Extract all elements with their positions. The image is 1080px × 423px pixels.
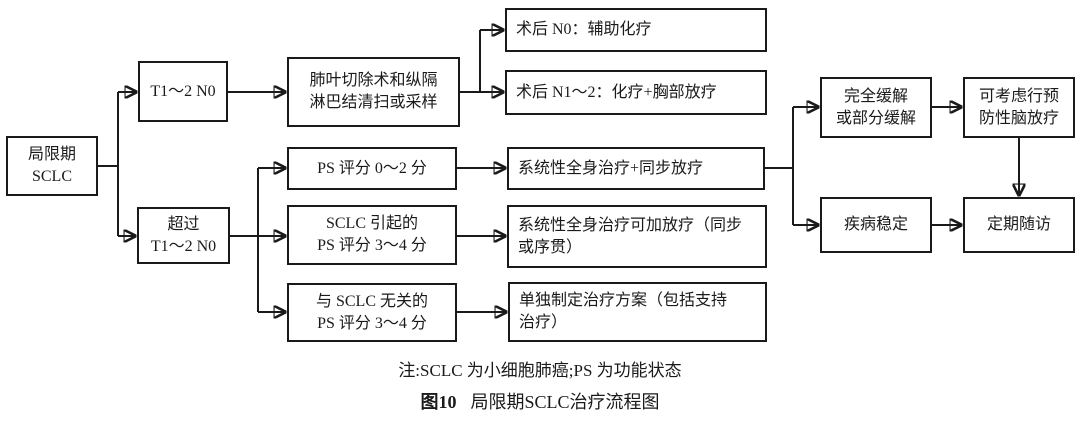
node-systemic-optional-rt: 系统性全身治疗可加放疗（同步 或序贯）	[507, 205, 767, 268]
node-limited-stage-sclc: 局限期 SCLC	[6, 136, 98, 196]
node-label: 完全缓解 或部分缓解	[835, 87, 916, 127]
node-label: 单独制定治疗方案（包括支持 治疗）	[519, 292, 728, 331]
node-regular-followup: 定期随访	[963, 197, 1075, 253]
node-label: 疾病稳定	[843, 216, 908, 234]
node-label: 与 SCLC 无关的 PS 评分 3～4 分	[315, 292, 429, 332]
node-label: 可考虑行预 防性脑放疗	[978, 87, 1059, 127]
node-label: 术后 N0：辅助化疗	[516, 21, 652, 39]
node-label: 系统性全身治疗+同步放疗	[518, 159, 704, 177]
node-lobectomy: 肺叶切除术和纵隔 淋巴结清扫或采样	[287, 57, 460, 127]
figure-number: 图10	[420, 392, 457, 412]
node-label: 术后 N1～2：化疗+胸部放疗	[516, 83, 717, 101]
node-complete-partial-remission: 完全缓解 或部分缓解	[820, 77, 932, 138]
node-postop-n1-2-chemo-rt: 术后 N1～2：化疗+胸部放疗	[505, 70, 767, 115]
node-systemic-concurrent-rt: 系统性全身治疗+同步放疗	[507, 147, 765, 190]
node-label: PS 评分 0～2 分	[317, 159, 427, 177]
node-label: T1～2 N0	[150, 82, 216, 100]
node-postop-n0-adjuvant-chemo: 术后 N0：辅助化疗	[505, 8, 767, 52]
node-label: 肺叶切除术和纵隔 淋巴结清扫或采样	[309, 72, 438, 111]
figure-caption: 图10 局限期SCLC治疗流程图	[0, 388, 1080, 414]
node-label: 超过 T1～2 N0	[150, 215, 217, 255]
node-non-sclc-ps-3-4: 与 SCLC 无关的 PS 评分 3～4 分	[287, 283, 457, 342]
node-label: 局限期 SCLC	[27, 146, 76, 185]
node-label: SCLC 引起的 PS 评分 3～4 分	[317, 215, 427, 254]
node-label: 系统性全身治疗可加放疗（同步 或序贯）	[518, 216, 743, 256]
node-t1-2-n0: T1～2 N0	[138, 61, 228, 122]
node-individualized-plan: 单独制定治疗方案（包括支持 治疗）	[508, 282, 767, 342]
node-sclc-caused-ps-3-4: SCLC 引起的 PS 评分 3～4 分	[287, 205, 457, 265]
node-ps-0-2: PS 评分 0～2 分	[287, 147, 457, 190]
connector-response-split	[765, 107, 794, 225]
figure-title: 局限期SCLC治疗流程图	[470, 392, 660, 412]
connector-limited-split	[98, 92, 119, 236]
node-beyond-t1-2-n0: 超过 T1～2 N0	[137, 207, 230, 264]
node-prophylactic-cranial-irradiation: 可考虑行预 防性脑放疗	[963, 77, 1075, 138]
footnote: 注:SCLC 为小细胞肺癌;PS 为功能状态	[398, 361, 682, 380]
node-label: 定期随访	[986, 216, 1051, 234]
connector-beyond-split	[230, 168, 259, 312]
node-stable-disease: 疾病稳定	[820, 197, 932, 253]
